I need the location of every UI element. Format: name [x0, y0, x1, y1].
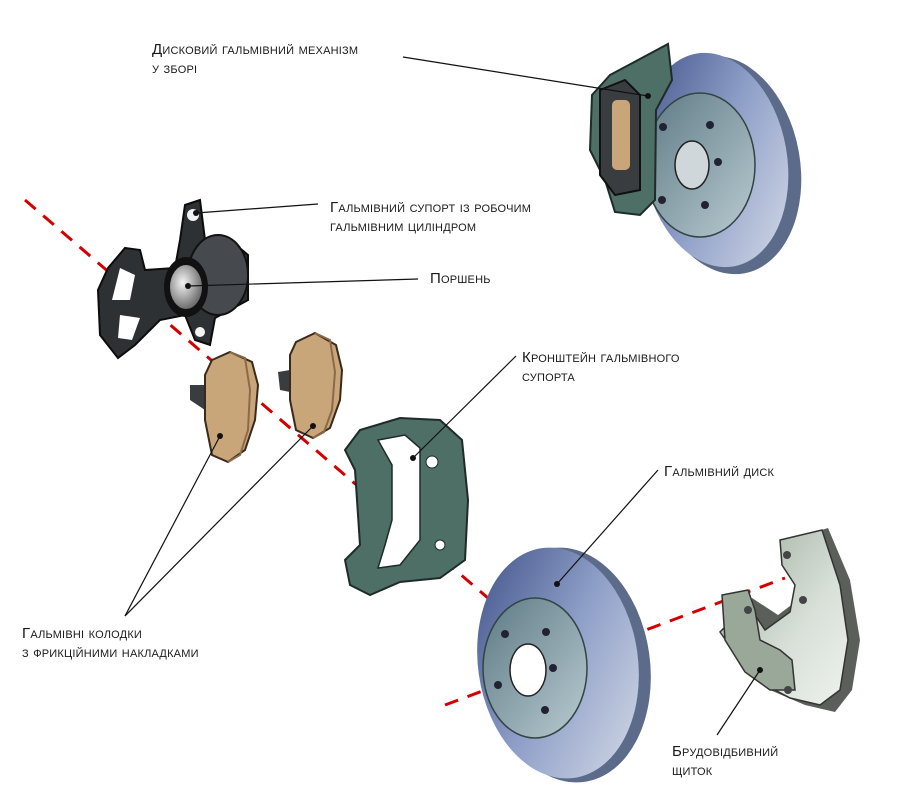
label-caliper: Гальмівний супорт із робочим гальмівним … [330, 198, 531, 236]
splash-shield [719, 528, 860, 712]
label-pads-line1: Гальмівні колодки [22, 625, 143, 642]
label-shield-line2: щиток [672, 762, 713, 779]
label-assembly: Дисковий гальмівний механізм у зборі [152, 40, 358, 78]
label-pads: Гальмівні колодки з фрикційними накладка… [22, 624, 199, 662]
label-bracket-line1: Кронштейн гальмівного [522, 349, 680, 366]
label-disc: Гальмівний диск [664, 462, 774, 481]
label-caliper-line2: гальмівним циліндром [330, 218, 477, 235]
label-bracket: Кронштейн гальмівного супорта [522, 348, 680, 386]
label-caliper-line1: Гальмівний супорт із робочим [330, 199, 532, 216]
caliper-bracket [343, 416, 470, 597]
label-shield-line1: Брудовідбивний [672, 743, 779, 760]
leader-dots [185, 93, 763, 673]
label-shield: Брудовідбивний щиток [672, 742, 778, 780]
label-bracket-line2: супорта [522, 368, 575, 385]
label-piston: Поршень [430, 269, 491, 288]
label-pads-line2: з фрикційними накладками [22, 644, 199, 661]
assembled-brake [588, 42, 802, 275]
label-assembly-line2: у зборі [152, 60, 198, 77]
brake-pads [190, 331, 344, 464]
brake-disc [477, 547, 651, 783]
label-disc-line1: Гальмівний диск [664, 463, 775, 480]
label-assembly-line1: Дисковий гальмівний механізм [152, 41, 359, 58]
label-piston-line1: Поршень [430, 270, 491, 287]
leader-lines [124, 56, 761, 736]
